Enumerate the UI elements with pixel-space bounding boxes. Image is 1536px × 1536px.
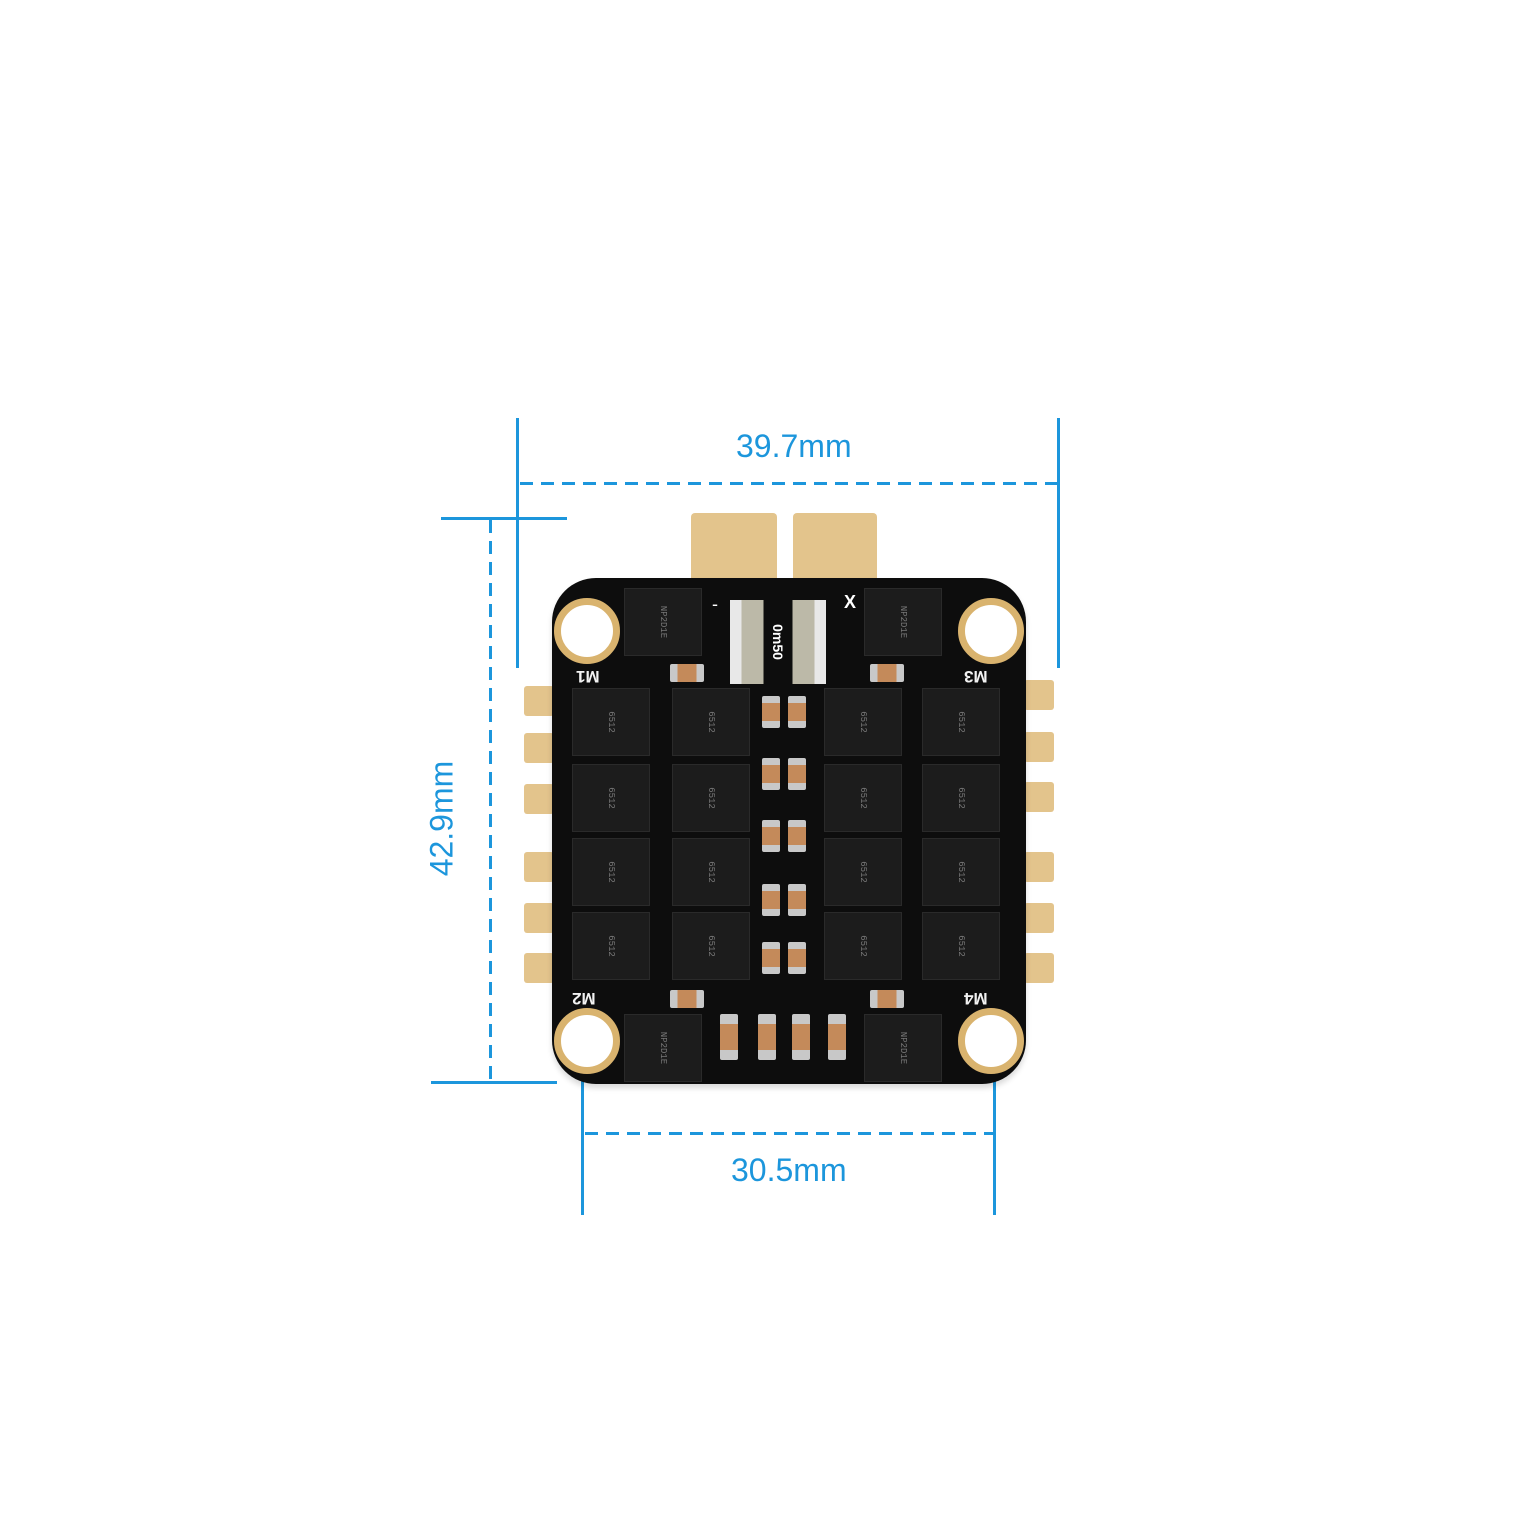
silk-x: X <box>844 592 857 612</box>
width-dim-line <box>520 482 1057 485</box>
mount-dim-line <box>585 1132 993 1135</box>
width-dim-left-extension <box>516 418 519 668</box>
height-dim-top-extension <box>441 517 567 520</box>
power-tab-negative <box>691 513 777 583</box>
mosfet: NP2D1E <box>864 588 942 656</box>
height-dim-line <box>489 520 492 1081</box>
mount-dim-right-extension <box>993 1050 996 1215</box>
mosfet: NP2D1E <box>864 1014 942 1082</box>
label-m2: M2 <box>572 989 596 1008</box>
width-dim-right-extension <box>1057 418 1060 668</box>
esc-board: M1 M2 M3 M4 0m50 - X NP2D1E NP2D1E NP2D1… <box>552 578 1026 1084</box>
mosfet: NP2D1E <box>624 588 702 656</box>
width-dim-label: 39.7mm <box>736 428 852 464</box>
current-shunt: 0m50 <box>730 600 826 684</box>
mount-dim-label: 30.5mm <box>731 1152 847 1188</box>
silk-minus: - <box>712 594 718 614</box>
capacitor <box>670 990 704 1008</box>
mosfet: NP2D1E <box>624 1014 702 1082</box>
capacitor <box>870 664 904 682</box>
mount-hole-m4 <box>958 1008 1024 1074</box>
mount-hole-m3 <box>958 598 1024 664</box>
label-m1: M1 <box>576 667 600 686</box>
label-m4: M4 <box>964 989 988 1008</box>
height-dim-bottom-extension <box>431 1081 557 1084</box>
height-dim-label: 42.9mm <box>423 760 460 877</box>
capacitor <box>670 664 704 682</box>
label-m3: M3 <box>964 667 988 686</box>
mount-dim-left-extension <box>581 1050 584 1215</box>
power-tab-positive <box>793 513 877 583</box>
mount-hole-m2 <box>554 1008 620 1074</box>
mount-hole-m1 <box>554 598 620 664</box>
capacitor <box>870 990 904 1008</box>
